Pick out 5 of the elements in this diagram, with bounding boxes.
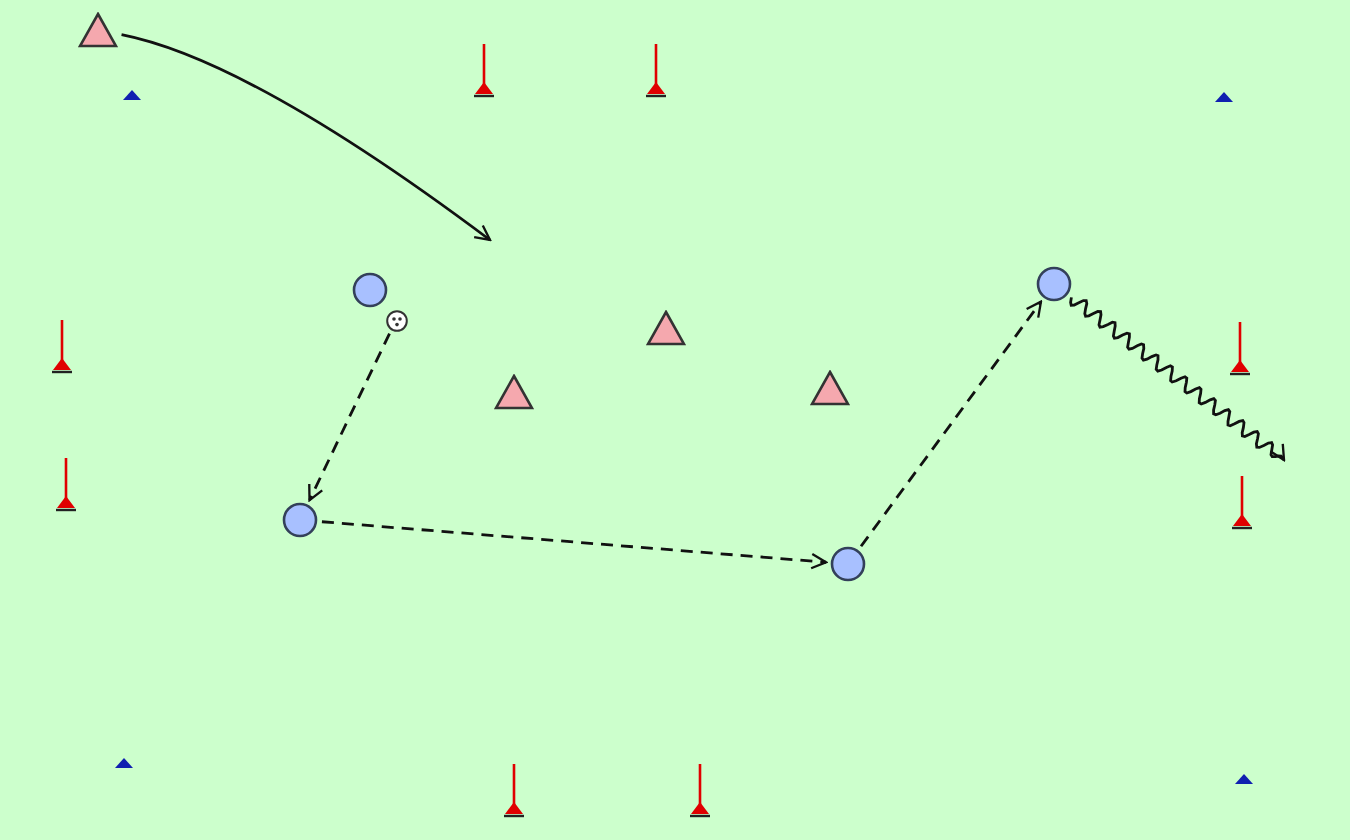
pass-arrow	[321, 520, 828, 570]
pass-arrow	[308, 332, 391, 502]
dribble-arrow	[1069, 297, 1286, 462]
run-arrow	[121, 33, 492, 242]
pass-arrow	[859, 300, 1043, 548]
